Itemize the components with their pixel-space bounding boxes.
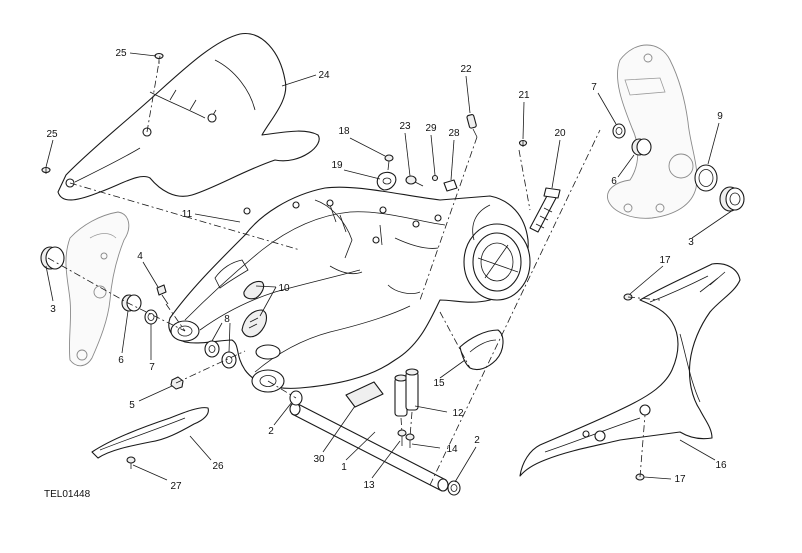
callout-5: 5 (129, 400, 135, 411)
part-22-fitting (466, 114, 478, 138)
part-24-rear-hugger (57, 33, 320, 201)
callout-23: 23 (399, 121, 411, 132)
callout-9: 9 (717, 111, 723, 122)
part-9-ring (694, 164, 718, 192)
part-6-bushing-right (631, 138, 652, 156)
part-27-screw (126, 456, 136, 469)
part-1-pivot-shaft (289, 402, 449, 492)
drawing-reference: TEL01448 (44, 489, 91, 500)
part-7-washer-right (612, 123, 626, 139)
callout-2-right: 2 (474, 435, 480, 446)
callout-30: 30 (313, 454, 325, 465)
part-18-bolt (384, 154, 394, 171)
callout-3-left: 3 (50, 304, 56, 315)
callout-13: 13 (363, 480, 375, 491)
callout-1: 1 (341, 462, 347, 473)
part-3-left-bracket-ghost (65, 211, 130, 367)
part-2-spacer-right (447, 480, 461, 496)
part-29-nut (431, 174, 439, 182)
part-5-nut (170, 376, 184, 390)
callout-3-right: 3 (688, 237, 694, 248)
callout-22: 22 (460, 64, 472, 75)
part-15-cover (459, 329, 504, 371)
callout-29: 29 (425, 123, 437, 134)
part-19-clamp (376, 171, 397, 191)
callout-17-top: 17 (659, 255, 671, 266)
callout-16: 16 (715, 460, 727, 471)
part-26-chain-slider (91, 407, 209, 459)
callout-2-left: 2 (268, 426, 274, 437)
part-8-washers (204, 340, 237, 369)
callout-18: 18 (338, 126, 350, 137)
part-30-plate (345, 381, 384, 408)
callout-26: 26 (212, 461, 224, 472)
part-20-bolt (529, 187, 561, 233)
callout-7-left: 7 (149, 362, 155, 373)
callout-4: 4 (137, 251, 143, 262)
callout-11: 11 (182, 209, 193, 220)
part-21-screw (518, 139, 528, 147)
part-11-hub-carrier (463, 204, 531, 301)
part-13-bolt (397, 429, 407, 446)
callout-27: 27 (170, 481, 182, 492)
callout-12: 12 (452, 408, 464, 419)
callout-labels: 25 24 25 11 3 4 6 7 8 10 5 2 26 27 30 1 … (46, 48, 727, 492)
callout-10: 10 (278, 283, 290, 294)
part-25-screw-left (41, 166, 51, 174)
part-16-chain-guard (519, 263, 741, 477)
part-7-washer-left (144, 309, 158, 325)
part-11-swingarm (168, 186, 529, 393)
callout-7-right: 7 (591, 82, 597, 93)
part-23-bolt (405, 175, 424, 187)
callout-24: 24 (318, 70, 330, 81)
part-3-left-bearing (40, 246, 65, 270)
part-3-right-bearing (719, 186, 745, 212)
part-4-screw (156, 284, 169, 305)
leader-lines (45, 52, 734, 483)
callout-6-left: 6 (118, 355, 124, 366)
part-6-bushing-left (121, 294, 142, 312)
callout-14: 14 (446, 444, 458, 455)
callout-15: 15 (433, 378, 445, 389)
callout-28: 28 (448, 128, 460, 139)
part-14-bolt (405, 433, 415, 448)
part-28-fitting (443, 179, 458, 192)
callout-19: 19 (331, 160, 343, 171)
callout-21: 21 (518, 90, 530, 101)
callout-25-top: 25 (115, 48, 127, 59)
callout-8: 8 (224, 314, 230, 325)
callout-6-right: 6 (611, 176, 617, 187)
part-right-bracket-ghost (607, 44, 698, 219)
callout-17-bottom: 17 (674, 474, 686, 485)
callout-25-left: 25 (46, 129, 58, 140)
callout-20: 20 (554, 128, 566, 139)
part-12-pins (394, 368, 419, 417)
assembly-lines (47, 55, 661, 486)
